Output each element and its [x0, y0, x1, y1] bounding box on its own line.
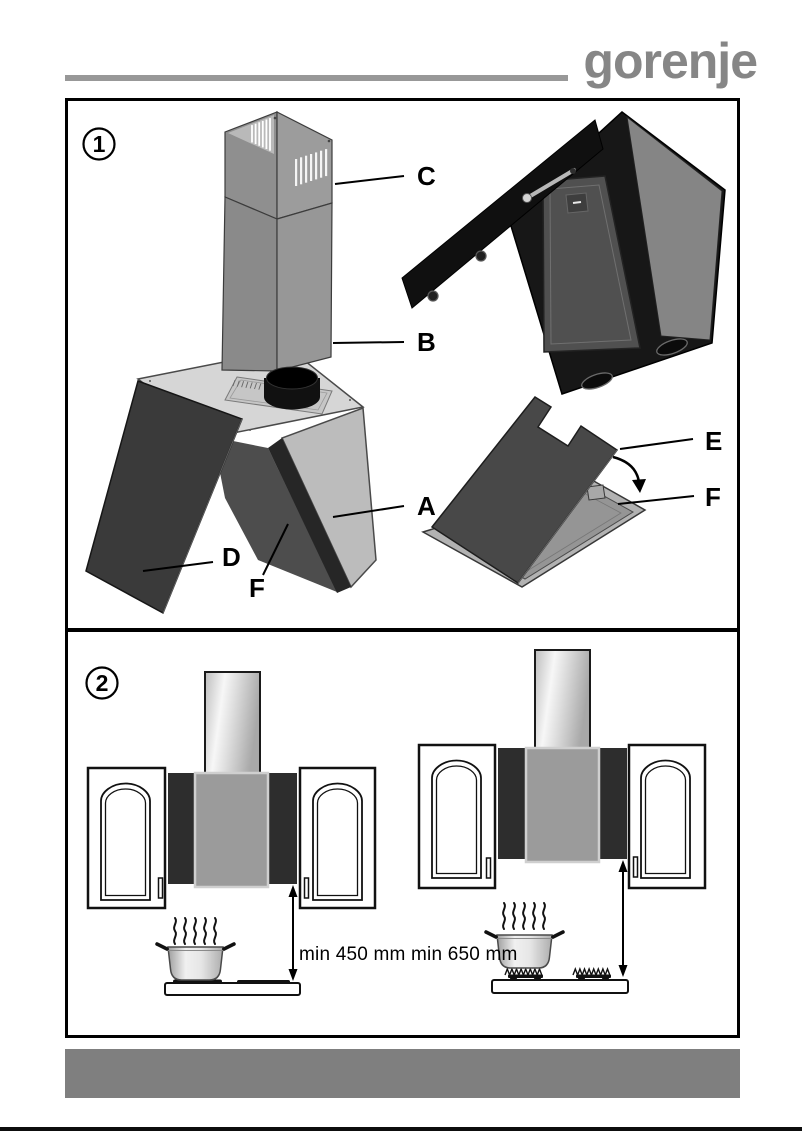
support-rod: [522, 168, 576, 203]
step-badge-1: 1: [82, 127, 116, 161]
chimney-upper-section: [224, 111, 333, 220]
hood-front: [193, 771, 270, 889]
cabinet-handle: [303, 877, 310, 899]
hood-body: [213, 406, 377, 593]
chimney-duct: [204, 671, 261, 774]
brand-rule: [65, 75, 568, 81]
leader-f: [617, 495, 695, 505]
hood-side-right: [599, 748, 627, 859]
part-label-e: E: [705, 426, 722, 456]
gas-burner-right: [572, 967, 611, 981]
installation-electric: [86, 671, 377, 996]
chimney-duct: [534, 649, 591, 749]
vent-slots-outer: [295, 149, 328, 186]
filter-assembly-view: [421, 396, 647, 588]
leader-c: [334, 175, 405, 185]
figure-1-section: 1: [68, 101, 737, 628]
hood-side-left: [168, 773, 195, 884]
leader-a: [332, 505, 405, 518]
hood-underside-view: [401, 111, 726, 395]
front-glass-panel: [85, 380, 243, 615]
steam-icon: [173, 917, 217, 945]
bottom-rule: [0, 1127, 802, 1131]
cooktop-gas: [491, 967, 629, 994]
leader-d: [142, 561, 214, 572]
outlet-grille: [232, 379, 262, 390]
clearance-text: min 450 mm min 650 mm: [299, 944, 518, 965]
figure-panel: 1: [65, 98, 740, 1038]
figure-1-illustration: 1: [82, 111, 726, 615]
opened-panel: [401, 119, 604, 309]
part-label-f: F: [705, 482, 721, 512]
brand-logo: gorenje: [583, 33, 758, 89]
filter-cover-panel: [430, 396, 619, 585]
wall-cabinet-left: [86, 766, 167, 910]
leader-b: [332, 341, 405, 344]
part-label-b: B: [417, 327, 436, 357]
cooking-pot: [155, 942, 236, 981]
wall-cabinet-right: [627, 743, 707, 890]
cooktop-electric: [164, 979, 301, 996]
vent-slots-inner: [251, 118, 271, 151]
figure-2-section: 2: [68, 628, 737, 1035]
step-number: 1: [93, 131, 106, 157]
gas-burner-left: [504, 967, 543, 981]
steam-icon: [502, 902, 546, 930]
wall-cabinet-right: [298, 766, 377, 910]
figure-2-illustration: 2: [85, 649, 707, 996]
clearance-arrow-electric: [288, 885, 298, 981]
step-badge-2: 2: [85, 666, 119, 700]
step-number: 2: [96, 670, 109, 696]
hood-side-left: [498, 748, 526, 859]
hood-side-right: [268, 773, 297, 884]
clearance-arrow-gas: [618, 860, 628, 977]
air-outlet-collar: [264, 366, 320, 410]
rotate-arrow: [612, 455, 646, 493]
leader-e: [619, 438, 694, 450]
installation-gas: [417, 649, 707, 994]
chimney-lower-section: [221, 196, 333, 372]
part-label-d: D: [222, 542, 241, 572]
part-label-f-under: F: [249, 573, 265, 603]
wall-cabinet-left: [417, 743, 497, 890]
hood-front: [524, 746, 601, 864]
footer-bar: [65, 1049, 740, 1098]
leader-f-under: [262, 523, 289, 576]
filter-latch: [565, 192, 589, 214]
part-label-a: A: [417, 491, 436, 521]
cooking-pot: [484, 930, 565, 969]
cabinet-handle: [632, 856, 639, 878]
cabinet-handle: [157, 877, 164, 899]
cabinet-handle: [485, 857, 492, 879]
part-label-c: C: [417, 161, 436, 191]
